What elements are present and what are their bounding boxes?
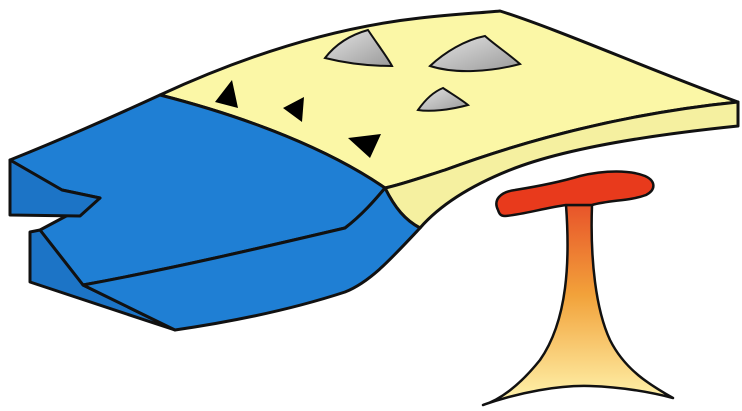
mantle-plume-stem bbox=[483, 205, 673, 405]
